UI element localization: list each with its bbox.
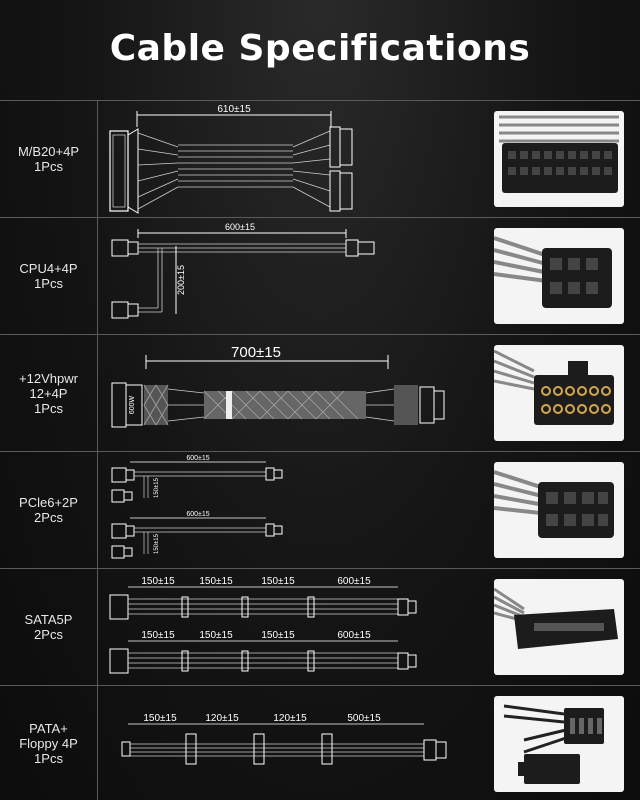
cable-name: PCle6+2P [19,495,78,510]
dimension-label: 600±15 [337,630,371,641]
cable-label: SATA5P 2Pcs [0,569,97,685]
spec-row-12vhpwr: +12Vhpwr 12+4P 1Pcs 700±15 600W [0,334,640,451]
cable-name-sub: 12+4P [29,385,68,401]
cable-label: CPU4+4P 1Pcs [0,218,97,334]
cable-label: PATA+ Floppy 4P 1Pcs [0,686,97,800]
pata-cable-diagram: 150±15 120±15 120±15 500±15 [98,686,478,800]
pcie-cable-1: 600±15 150±15 [111,455,283,503]
sata-cable-1: 150±15 150±15 150±15 600±15 [109,576,417,620]
cable-qty: 1Pcs [34,276,63,291]
spec-row-pata: PATA+ Floppy 4P 1Pcs 150±15 120±15 120±1… [0,685,640,800]
dimension-label: 600±15 [337,576,371,587]
sata-cable-2: 150±15 150±15 150±15 600±15 [109,630,417,674]
page-title: Cable Specifications [109,28,531,69]
cable-name: CPU4+4P [19,261,78,276]
pcie-cable-diagram: 600±15 150±15 600±15 [98,452,478,568]
dimension-label: 150±15 [141,630,175,641]
dimension-label: 150±15 [199,630,233,641]
dimension-label: 120±15 [205,713,239,724]
cable-name: +12Vhpwr [19,370,78,386]
dimension-label: 500±15 [347,713,381,724]
sata-cable-diagram: 150±15 150±15 150±15 600±15 [98,569,478,685]
dimension-label: 600±15 [186,455,209,462]
pata-connector-photo [494,696,624,792]
cable-qty: 1Pcs [34,159,63,174]
cable-qty: 1Pcs [34,400,63,416]
sata-cable-drawing: 150±15 150±15 150±15 600±15 [109,576,417,674]
spec-row-pcie: PCle6+2P 2Pcs 600±15 150±15 [0,451,640,568]
dimension-label: 700±15 [231,344,281,361]
dimension-label: 150±15 [141,576,175,587]
connector-label: 600W [129,395,136,414]
sata-connector-icon [494,587,618,649]
cpu-connector-photo [494,228,624,324]
pcie-connector-icon [494,470,614,538]
cable-name: M/B20+4P [17,144,80,159]
dimension-label: 150±15 [261,630,295,641]
dimension-label: 600±15 [186,511,209,518]
dimension-label: 150±15 [261,576,295,587]
mb-cable-drawing: 610±15 [109,104,353,214]
dimension-label: 200±15 [176,265,186,295]
spec-table: M/B20+4P 1Pcs 610±15 [0,100,640,800]
cable-label: M/B20+4P 1Pcs [0,101,97,217]
pcie-cable-drawing: 600±15 150±15 600±15 [111,455,283,559]
cable-qty: 2Pcs [34,627,63,642]
cpu-cable-diagram: 600±15 200±15 [98,218,478,334]
12vhpwr-cable-diagram: 700±15 600W [98,335,478,451]
12vhpwr-cable-drawing: 700±15 600W [111,344,445,428]
dimension-label: 150±15 [154,477,160,498]
mb-cable-diagram: 610±15 [98,101,478,217]
spec-row-mb: M/B20+4P 1Pcs 610±15 [0,100,640,217]
sata-connector-photo [494,579,624,675]
dimension-label: 150±15 [199,576,233,587]
cpu-connector-icon [494,236,612,308]
cpu-cable-drawing: 600±15 200±15 [111,222,375,319]
pata-cable-drawing: 150±15 120±15 120±15 500±15 [121,713,447,765]
dimension-label: 120±15 [273,713,307,724]
12vhpwr-connector-icon [494,349,614,425]
dimension-label: 150±15 [143,713,177,724]
dimension-label: 150±15 [154,533,160,554]
cable-label: +12Vhpwr 12+4P 1Pcs [0,335,97,451]
spec-row-sata: SATA5P 2Pcs 150±15 150±15 150±15 600±15 [0,568,640,685]
mb-connector-photo [494,111,624,207]
dimension-label: 610±15 [217,104,251,115]
spec-row-cpu: CPU4+4P 1Pcs 600±15 200±15 [0,217,640,334]
cable-name-sub: Floppy 4P [19,736,78,751]
cable-label: PCle6+2P 2Pcs [0,452,97,568]
pcie-connector-photo [494,462,624,558]
12vhpwr-connector-photo [494,345,624,441]
cable-qty: 1Pcs [34,751,63,766]
molex-connector-icon [503,704,604,784]
dimension-label: 600±15 [225,222,255,232]
atx-connector-icon [499,115,619,193]
pcie-cable-2: 600±15 150±15 [111,511,283,559]
cable-name: PATA+ [29,721,68,736]
cable-name: SATA5P [24,612,73,627]
cable-qty: 2Pcs [34,510,63,525]
